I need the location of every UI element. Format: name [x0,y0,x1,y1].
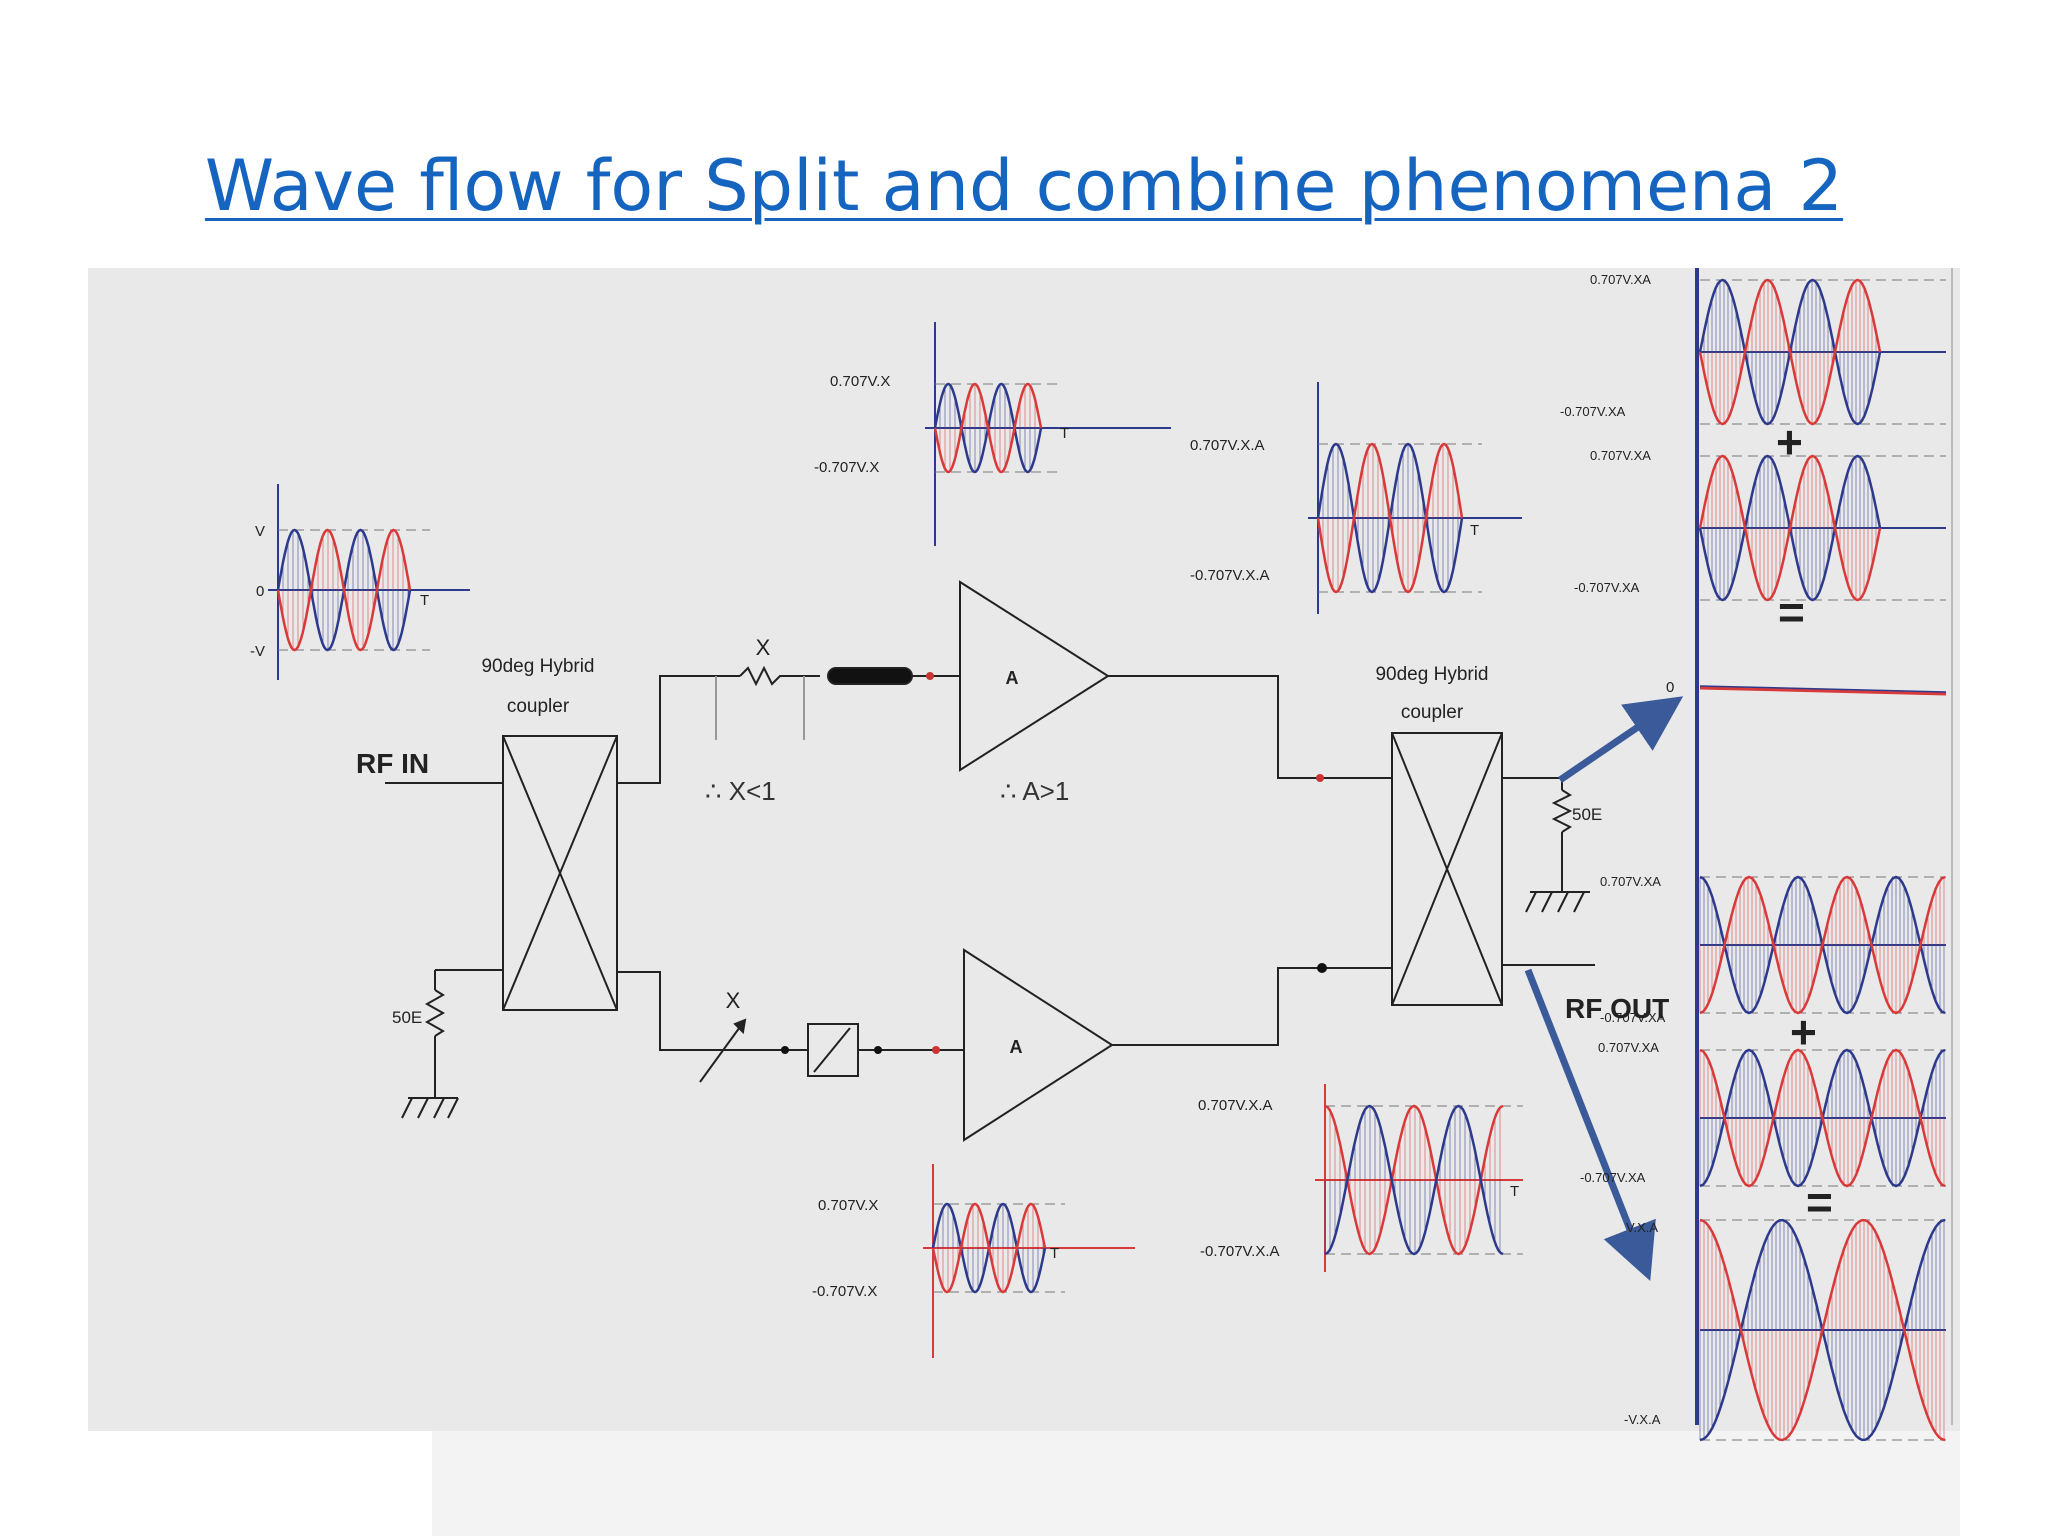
wave-curve [1699,1048,1946,1188]
input-period-label: T [420,592,429,609]
bot-atten-neg-label: -0.707V.X [812,1283,877,1300]
condition-x-label: ∴ X<1 [705,776,776,806]
ground-left-icon [401,1097,459,1119]
ground-right-icon [1525,891,1590,913]
wave-curve [276,528,412,652]
right-out-pos-label: V.X.A [1626,1220,1658,1235]
rf-out-label: RF OUT [1565,993,1669,1024]
resistor-50e-right [1551,789,1573,833]
amplifier-top [959,580,1110,772]
wave-hatch [1703,456,1877,600]
top-amp-period-label: T [1470,522,1479,539]
amplifier-top-label: A [1006,668,1019,688]
wire-bottom-right [1112,967,1392,1046]
top-amp-pos-label: 0.707V.X.A [1190,437,1265,454]
attenuator-top-label: X [756,635,771,660]
attenuator-bottom-label: X [726,988,741,1013]
right-p1-pos-label: 0.707V.XA [1590,272,1651,287]
top-atten-pos-label: 0.707V.X [830,373,890,390]
waveform-top-amplifier [1308,382,1522,614]
attenuator-top [739,665,820,687]
result-zero-line [1699,686,1947,696]
waveform-input [268,484,470,680]
right-equals-1: = [1778,586,1805,638]
resistor-50e-left [424,989,446,1037]
scan-lower-strip [432,1431,1960,1536]
cable-top [827,667,913,685]
right-p2-neg-label: -0.707V.XA [1574,580,1640,595]
right-equals-2: = [1806,1176,1833,1228]
wave-hatch [1703,280,1877,424]
top-amp-neg-label: -0.707V.X.A [1190,567,1270,584]
wave-curve [933,382,1043,474]
input-neg-label: -V [250,643,265,660]
coupler-right-label-2: coupler [1401,702,1464,723]
top-atten-period-label: T [1060,425,1069,442]
wave-hatch [939,384,1041,472]
amplifier-bottom-label: A [1010,1037,1023,1057]
right-p3-neg-label: -0.707V.XA [1600,1010,1666,1025]
wave-curve [1699,875,1946,1015]
bot-amp-period-label: T [1510,1183,1519,1200]
wave-hatch [282,530,409,650]
hybrid-coupler-right [1391,732,1503,1006]
bot-atten-pos-label: 0.707V.X [818,1197,878,1214]
termination-left-label: 50E [392,1008,422,1027]
bot-amp-neg-label: -0.707V.X.A [1200,1243,1280,1260]
wave-curve [1698,278,1882,426]
wave-hatch [282,530,409,650]
waveform-top-attenuator [925,322,1171,546]
wave-curve [1698,454,1882,602]
right-p3-pos-label: 0.707V.XA [1600,874,1661,889]
wave-curve [1324,1104,1504,1256]
hybrid-coupler-left [502,735,618,1011]
right-p1-neg-label: -0.707V.XA [1560,404,1626,419]
coupler-left-label-1: 90deg Hybrid [481,656,594,677]
condition-a-label: ∴ A>1 [1000,776,1069,806]
right-plus-1: + [1776,416,1803,468]
result-zero-line-blue [1699,685,1947,693]
wave-curve [1324,1104,1504,1256]
wave-hatch [1703,456,1877,600]
wire-top-left [617,675,740,784]
wave-curve [931,1202,1047,1294]
right-p4-pos-label: 0.707V.XA [1598,1040,1659,1055]
waveform-bottom-amplifier [1315,1084,1523,1272]
right-p2-pos-label: 0.707V.XA [1590,448,1651,463]
arrow-to-output-result [1524,968,1656,1282]
wave-hatch [939,384,1041,472]
coupler-left-label-2: coupler [507,696,570,717]
slide-title: Wave flow for Split and combine phenomen… [204,145,1844,227]
top-atten-neg-label: -0.707V.X [814,459,879,476]
waveform-bottom-attenuator [923,1164,1135,1358]
wave-hatch [1703,280,1877,424]
arrow-to-zero-result [1558,696,1684,783]
wave-hatch [1699,1220,1945,1440]
input-pos-label: V [255,523,265,540]
wire-top-right [1108,675,1392,779]
rf-in-label: RF IN [356,748,429,779]
right-p4-neg-label: -0.707V.XA [1580,1170,1646,1185]
wave-hatch [1699,1220,1945,1440]
right-plus-2: + [1790,1006,1817,1058]
wave-curve [1699,1218,1946,1442]
input-zero-label: 0 [256,583,264,600]
hybrid-coupler-left-cross-b [502,735,618,1011]
wave-curve [1316,442,1464,594]
bot-amp-pos-label: 0.707V.X.A [1198,1097,1273,1114]
circuit [385,580,1595,1142]
coupler-right-label-1: 90deg Hybrid [1375,664,1488,685]
wire-bottom-left [617,971,700,1051]
amplifier-bottom [963,948,1114,1142]
termination-right-label: 50E [1572,805,1602,824]
right-out-neg-label: -V.X.A [1624,1412,1661,1427]
right-result-zero-label: 0 [1666,679,1674,696]
bot-atten-period-label: T [1050,1245,1059,1262]
waveform-right-panel [1695,268,1953,1442]
